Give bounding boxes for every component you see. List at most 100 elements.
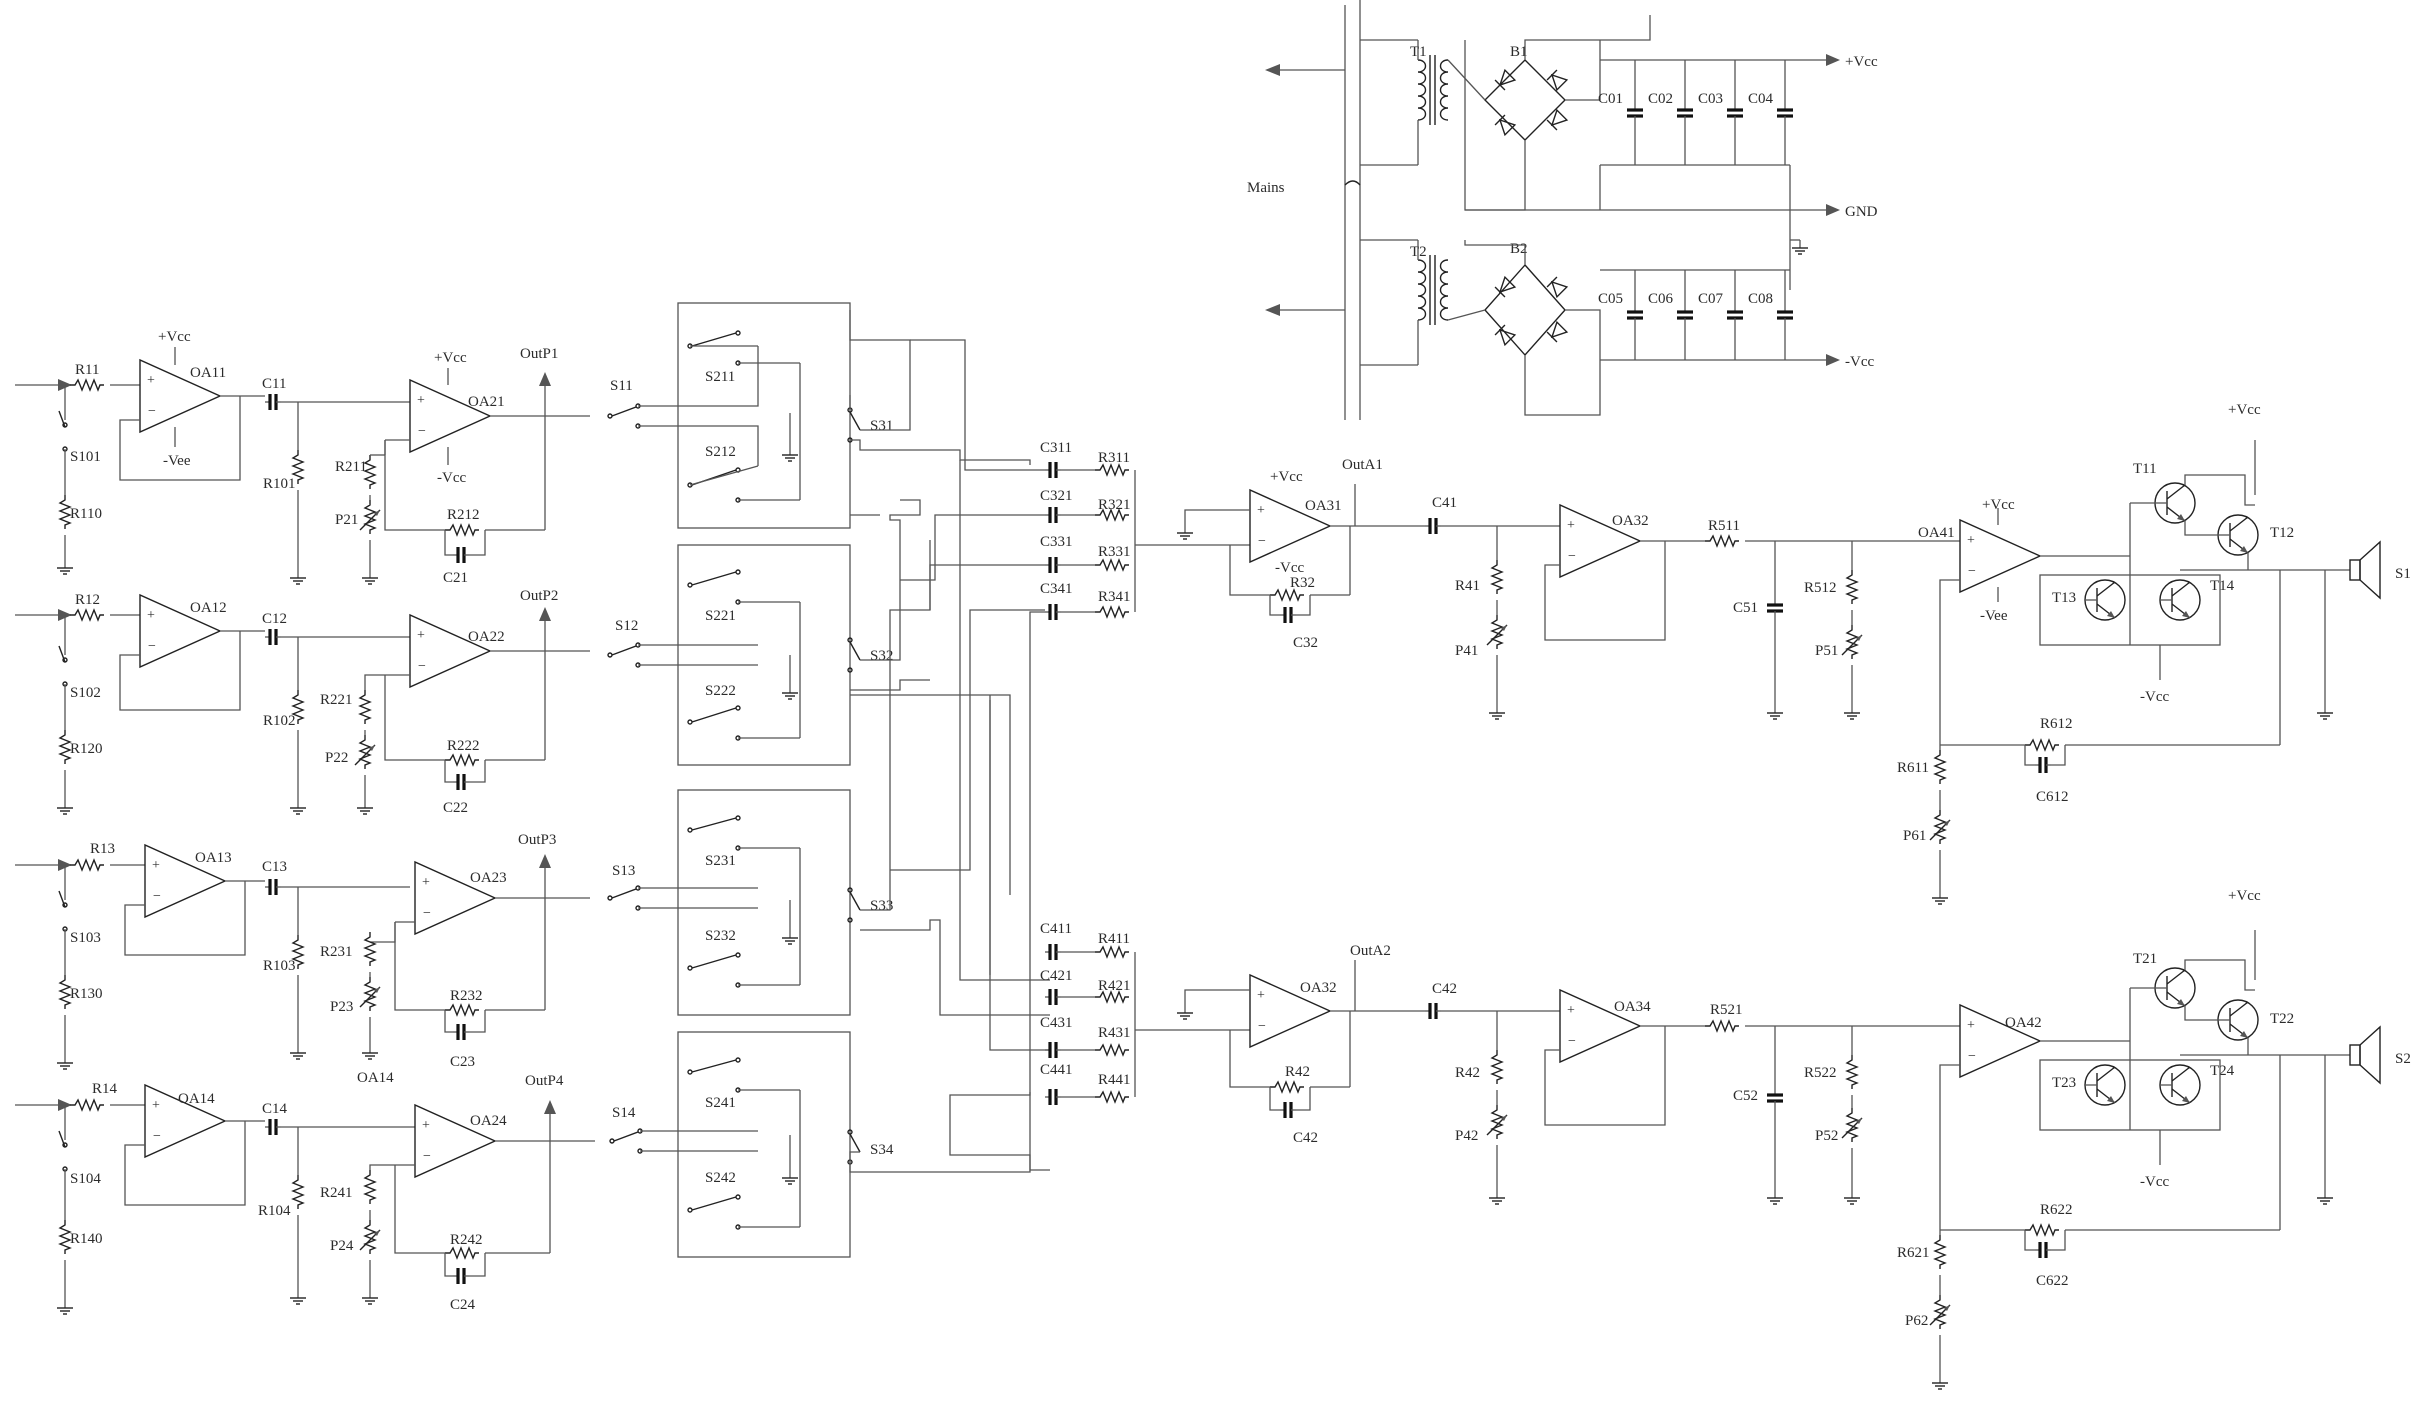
oa31-neg-label: -Vcc: [1275, 560, 1304, 576]
r211-label: R211: [335, 459, 367, 475]
s212-label: S212: [705, 444, 736, 460]
t22-label: T22: [2270, 1011, 2294, 1027]
s1-speaker-label: S1: [2395, 566, 2411, 582]
mains-arrow-top: [1265, 64, 1280, 76]
r140-label: R140: [70, 1231, 103, 1247]
oa14-label: OA14: [178, 1091, 215, 1107]
c421-label: C421: [1040, 968, 1073, 984]
s241-label: S241: [705, 1095, 736, 1111]
c441-label: C441: [1040, 1062, 1073, 1078]
oa11-label: OA11: [190, 365, 226, 381]
oa41-label: OA41: [1918, 525, 1955, 541]
r221-label: R221: [320, 692, 353, 708]
r41-label: R41: [1455, 578, 1480, 594]
s232-label: S232: [705, 928, 736, 944]
r242-label: R242: [450, 1232, 483, 1248]
r42-out-label: R42: [1455, 1065, 1480, 1081]
c04-label: C04: [1748, 91, 1774, 107]
r341-label: R341: [1098, 589, 1131, 605]
s34-label: S34: [870, 1142, 894, 1158]
r441-label: R441: [1098, 1072, 1131, 1088]
oa22-label: OA22: [468, 629, 505, 645]
r241-label: R241: [320, 1185, 353, 1201]
t11-label: T11: [2133, 461, 2157, 477]
r522-label: R522: [1804, 1065, 1837, 1081]
s2-speaker-label: S2: [2395, 1051, 2411, 1067]
r42-label: R42: [1285, 1064, 1310, 1080]
s14-label: S14: [612, 1105, 636, 1121]
p23-label: P23: [330, 999, 353, 1015]
c14-label: C14: [262, 1101, 288, 1117]
gnd-label: GND: [1845, 204, 1878, 220]
r612-label: R612: [2040, 716, 2073, 732]
r104-label: R104: [258, 1203, 291, 1219]
c431-label: C431: [1040, 1015, 1073, 1031]
r511-label: R511: [1708, 518, 1740, 534]
c03-label: C03: [1698, 91, 1723, 107]
oa31-pos-label: +Vcc: [1270, 469, 1303, 485]
p21-label: P21: [335, 512, 358, 528]
r331-label: R331: [1098, 544, 1131, 560]
r120-label: R120: [70, 741, 103, 757]
output-channel-1: C41 R41 P41 OA32 R511 C51 R512 P51 OA41 …: [1423, 402, 2411, 905]
c321-label: C321: [1040, 488, 1073, 504]
outp2-label: OutP2: [520, 588, 558, 604]
p51-label: P51: [1815, 643, 1838, 659]
c01-label: C01: [1598, 91, 1623, 107]
oa21-label: OA21: [468, 394, 505, 410]
t24-label: T24: [2210, 1063, 2235, 1079]
c341-label: C341: [1040, 581, 1073, 597]
filter-caps-bottom: C05 C06 C07 C08: [1598, 270, 1795, 360]
c22-label: C22: [443, 800, 468, 816]
oa42-label: OA42: [2005, 1015, 2042, 1031]
mains-arrow-bottom: [1265, 304, 1280, 316]
c08-label: C08: [1748, 291, 1773, 307]
s242-label: S242: [705, 1170, 736, 1186]
oa11-pos-label: +Vcc: [158, 329, 191, 345]
r611-label: R611: [1897, 760, 1929, 776]
r232-label: R232: [450, 988, 483, 1004]
p24-label: P24: [330, 1238, 354, 1254]
oa41-pos-label: +Vcc: [1982, 497, 2015, 513]
vcc-neg-label: -Vcc: [1845, 354, 1874, 370]
r130-label: R130: [70, 986, 103, 1002]
p41-label: P41: [1455, 643, 1478, 659]
vneg-1-label: -Vcc: [2140, 689, 2169, 705]
c32-label: C32: [1293, 635, 1318, 651]
output-channel-2: C42 R42 P42 OA34 R521 C52 R522 P52 OA42 …: [1423, 888, 2411, 1390]
c24-label: C24: [450, 1297, 476, 1313]
r13-label: R13: [90, 841, 115, 857]
t13-label: T13: [2052, 590, 2076, 606]
vpos-2-label: +Vcc: [2228, 888, 2261, 904]
power-supply: Mains T1 B1 +Vcc C01 C02 C03 C04: [1247, 0, 1878, 420]
oa23-label: OA23: [470, 870, 507, 886]
r421-label: R421: [1098, 978, 1131, 994]
s211-label: S211: [705, 369, 735, 385]
oa31-label: OA31: [1305, 498, 1342, 514]
r212-label: R212: [447, 507, 480, 523]
s103-label: S103: [70, 930, 101, 946]
r321-label: R321: [1098, 497, 1131, 513]
input-channel-4: R14 S104 R140 OA14 C14 R104 OA24 R241 P2…: [15, 1031, 1031, 1315]
outp4-label: OutP4: [525, 1073, 564, 1089]
oa24-label: OA24: [470, 1113, 507, 1129]
oa34-label: OA34: [1614, 999, 1651, 1015]
r622-label: R622: [2040, 1202, 2073, 1218]
filter-caps-top: C01 C02 C03 C04: [1598, 60, 1795, 166]
oa12-label: OA12: [190, 600, 227, 616]
c02-label: C02: [1648, 91, 1673, 107]
oa21-neg-label: -Vcc: [437, 470, 466, 486]
outp1-label: OutP1: [520, 346, 558, 362]
s13-label: S13: [612, 863, 635, 879]
p22-label: P22: [325, 750, 348, 766]
c331-label: C331: [1040, 534, 1073, 550]
p52-label: P52: [1815, 1128, 1838, 1144]
s222-label: S222: [705, 683, 736, 699]
p42-label: P42: [1455, 1128, 1478, 1144]
r110-label: R110: [70, 506, 102, 522]
input-channel-3: R13 S103 R130 OA13 C13 R103 OA23 R231 P2…: [15, 789, 893, 1086]
c51-label: C51: [1733, 600, 1758, 616]
t23-label: T23: [2052, 1075, 2076, 1091]
c622-label: C622: [2036, 1273, 2069, 1289]
